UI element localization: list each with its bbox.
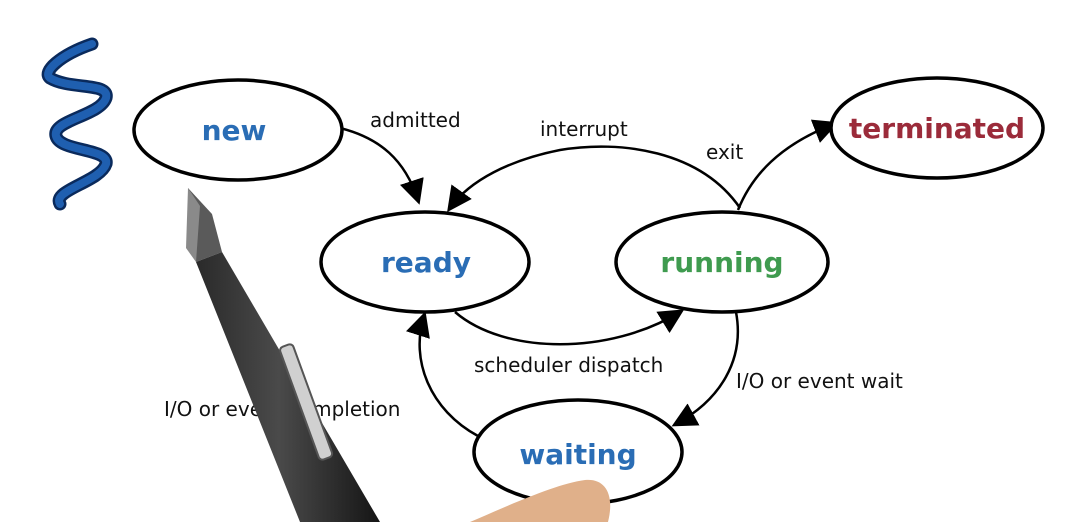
edge-interrupt [447,145,742,213]
state-running-label: running [660,246,783,279]
state-waiting-label: waiting [519,438,636,471]
stylus-pen-icon [186,188,380,522]
state-new-label: new [202,114,267,147]
state-ready-label: ready [381,246,471,279]
label-exit: exit [706,140,743,164]
edge-io-event-completion [406,311,479,438]
label-interrupt: interrupt [540,117,628,141]
edge-io-event-wait [671,311,740,427]
edge-scheduler-dispatch [454,309,685,346]
label-admitted: admitted [370,108,461,132]
squiggle-stroke [44,40,111,208]
hand-icon [470,479,611,522]
edge-admitted [339,126,424,205]
label-io-event-wait: I/O or event wait [736,369,903,393]
edge-exit [736,119,839,211]
state-terminated: terminated [829,76,1045,180]
label-scheduler-dispatch: scheduler dispatch [474,353,663,377]
state-terminated-label: terminated [849,112,1025,145]
squiggle-icon [41,37,113,211]
state-new: new [132,78,344,182]
state-ready: ready [319,210,531,314]
state-running: running [614,210,830,314]
state-waiting: waiting [472,398,684,506]
